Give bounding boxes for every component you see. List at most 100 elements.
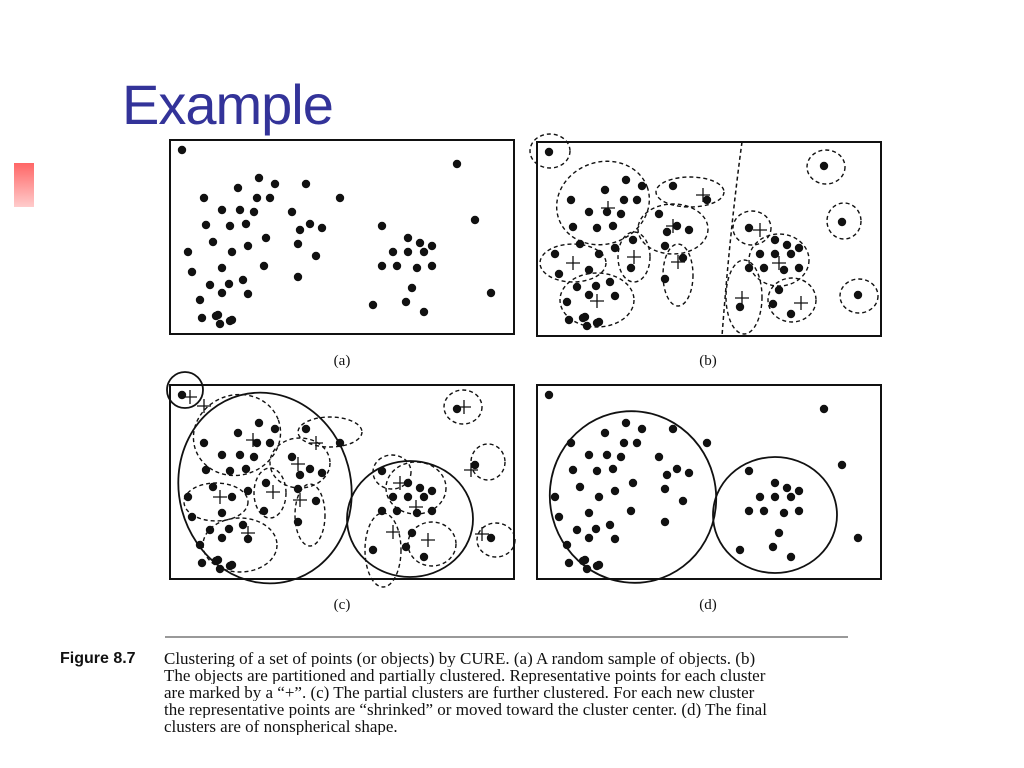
- data-point: [572, 282, 582, 292]
- data-point: [217, 450, 227, 460]
- data-point: [702, 195, 712, 205]
- data-point: [610, 486, 620, 496]
- slide-title: Example: [122, 73, 334, 136]
- data-point: [568, 465, 578, 475]
- data-point: [177, 145, 187, 155]
- data-point: [744, 466, 754, 476]
- data-point: [660, 484, 670, 494]
- partial-cluster-outline: [617, 231, 651, 283]
- partial-cluster-outline: [183, 482, 249, 522]
- data-point: [584, 533, 594, 543]
- data-point: [759, 263, 769, 273]
- data-point: [600, 428, 610, 438]
- data-point: [427, 261, 437, 271]
- data-point: [388, 492, 398, 502]
- data-point: [317, 223, 327, 233]
- representative-point: [409, 500, 423, 514]
- data-point: [678, 496, 688, 506]
- data-point: [755, 249, 765, 259]
- data-point: [241, 464, 251, 474]
- data-point: [243, 289, 253, 299]
- data-point: [786, 249, 796, 259]
- data-point: [227, 247, 237, 257]
- data-point: [415, 483, 425, 493]
- data-point: [208, 237, 218, 247]
- data-point: [233, 428, 243, 438]
- data-point: [305, 464, 315, 474]
- data-point: [259, 261, 269, 271]
- data-point: [575, 482, 585, 492]
- data-point: [295, 470, 305, 480]
- data-point: [287, 452, 297, 462]
- representative-point: [183, 390, 197, 404]
- data-point: [270, 424, 280, 434]
- data-point: [774, 285, 784, 295]
- data-point: [254, 418, 264, 428]
- data-point: [591, 281, 601, 291]
- caption-line: the representative points are “shrinked”…: [164, 701, 767, 718]
- representative-point: [666, 219, 680, 233]
- partial-cluster-outline: [748, 233, 810, 287]
- data-point: [197, 313, 207, 323]
- data-point: [837, 460, 847, 470]
- data-point: [243, 486, 253, 496]
- data-point: [774, 528, 784, 538]
- data-point: [225, 221, 235, 231]
- panel-a-points: [177, 145, 496, 329]
- data-point: [412, 263, 422, 273]
- data-point: [377, 261, 387, 271]
- data-point: [419, 307, 429, 317]
- data-point: [575, 239, 585, 249]
- data-point: [265, 438, 275, 448]
- data-point: [616, 209, 626, 219]
- data-point: [654, 452, 664, 462]
- data-point: [592, 466, 602, 476]
- data-point: [254, 173, 264, 183]
- representative-point: [246, 433, 260, 447]
- data-point: [235, 450, 245, 460]
- data-point: [211, 556, 221, 566]
- data-point: [660, 517, 670, 527]
- panel-b-points: [529, 133, 879, 335]
- data-point: [628, 235, 638, 245]
- data-point: [735, 302, 745, 312]
- data-point: [554, 512, 564, 522]
- partial-cluster-outline: [655, 176, 725, 208]
- data-point: [626, 506, 636, 516]
- data-point: [295, 225, 305, 235]
- data-point: [197, 558, 207, 568]
- data-point: [837, 217, 847, 227]
- data-point: [177, 390, 187, 400]
- data-point: [311, 251, 321, 261]
- representative-point: [627, 250, 641, 264]
- data-point: [660, 241, 670, 251]
- representative-point: [241, 526, 255, 540]
- data-point: [562, 540, 572, 550]
- data-point: [415, 238, 425, 248]
- data-point: [768, 542, 778, 552]
- panel-b-partition-line: [721, 141, 743, 337]
- representative-point: [772, 256, 786, 270]
- data-point: [427, 486, 437, 496]
- data-point: [317, 468, 327, 478]
- data-point: [602, 207, 612, 217]
- data-point: [564, 315, 574, 325]
- data-point: [702, 438, 712, 448]
- data-point: [403, 478, 413, 488]
- data-point: [486, 288, 496, 298]
- data-point: [377, 221, 387, 231]
- data-point: [201, 220, 211, 230]
- representative-point: [696, 188, 710, 202]
- data-point: [678, 253, 688, 263]
- data-point: [252, 193, 262, 203]
- caption-label: Figure 8.7: [60, 650, 136, 667]
- panel-label-c: (c): [334, 597, 351, 613]
- data-point: [621, 418, 631, 428]
- data-point: [592, 318, 602, 328]
- data-point: [662, 227, 672, 237]
- data-point: [301, 179, 311, 189]
- representative-point: [293, 493, 307, 507]
- representative-point: [457, 400, 471, 414]
- data-point: [205, 280, 215, 290]
- data-point: [224, 524, 234, 534]
